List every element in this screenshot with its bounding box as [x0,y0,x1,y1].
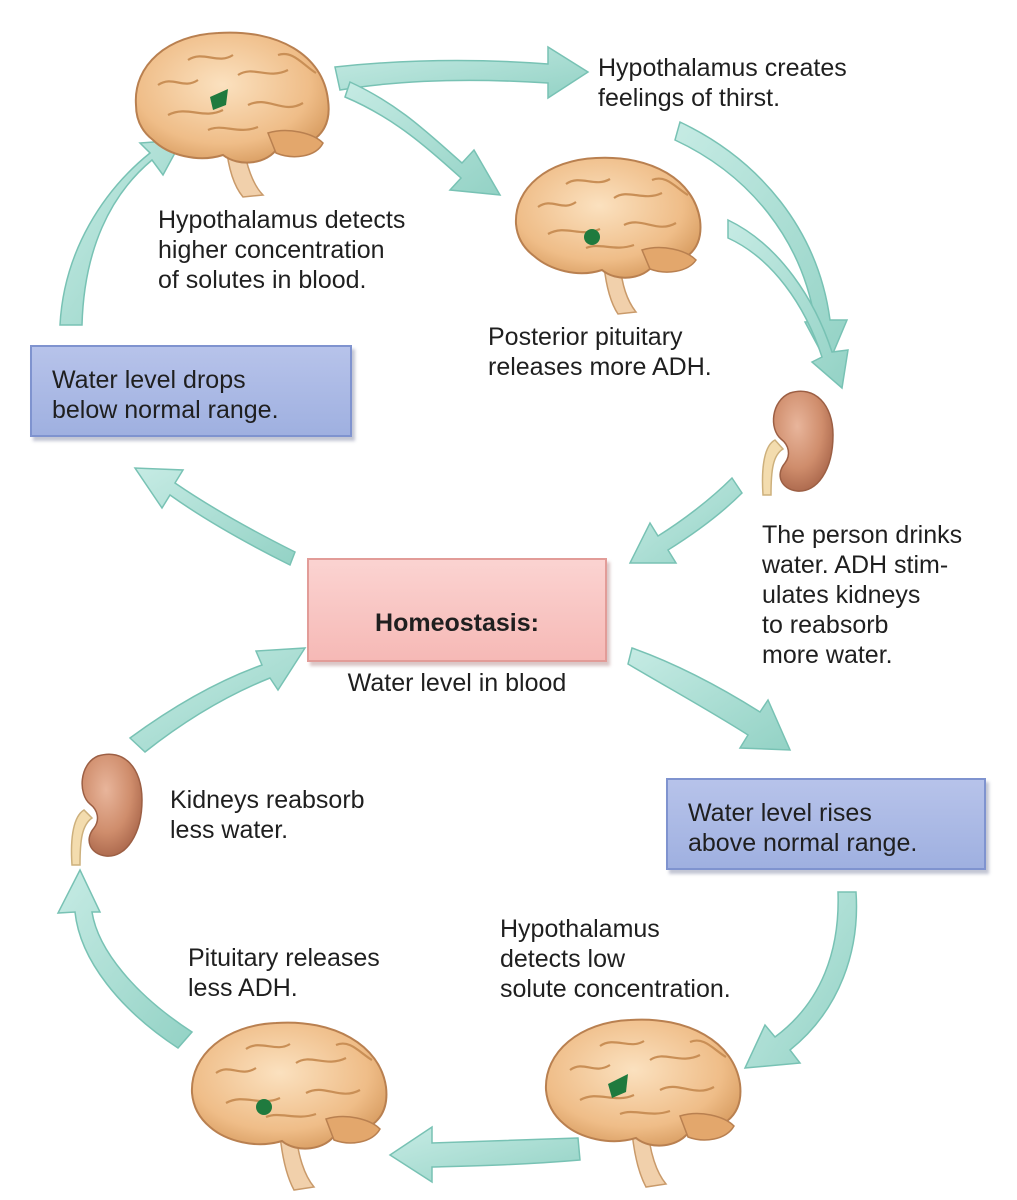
arrow-homeostasis-to-rises [627,647,792,751]
arrow-rises-to-hypothalamus [743,891,858,1069]
box-homeostasis: Homeostasis: Water level in blood [307,558,607,697]
brain-icon [544,1018,742,1188]
label-posterior-pituitary: Posterior pituitary releases more ADH. [488,323,712,381]
kidney-icon [761,390,834,496]
brain-icon [134,31,330,198]
arrow-kidney-to-homeostasis-left [128,647,307,753]
arrow-to-pituitary-less [388,1125,581,1184]
kidney-icon [70,753,143,866]
arrow-pituitary-to-kidney-left [56,868,194,1049]
box-water-drops: Water level drops below normal range. [30,345,352,437]
arrow-kidney-to-homeostasis [628,476,743,564]
label-kidneys-less: Kidneys reabsorb less water. [170,786,365,844]
pituitary-spot [584,229,600,245]
homeostasis-title: Homeostasis: [375,609,539,637]
homeostasis-subtitle: Water level in blood [347,669,567,697]
arrow-pituitary-to-kidney [727,218,849,390]
label-detects-low-solutes: Hypothalamus detects low solute concentr… [500,915,731,1003]
brain-icon [190,1021,388,1191]
box-water-rises: Water level rises above normal range. [666,778,986,870]
arrow-to-thirst [334,45,590,100]
label-detects-high-solutes: Hypothalamus detects higher concentratio… [158,206,406,294]
arrow-to-posterior-pituitary [344,80,502,196]
arrow-homeostasis-to-drops [133,467,296,567]
label-drinks-water: The person drinks water. ADH stim- ulate… [762,521,963,669]
brain-icon [514,156,702,315]
pituitary-spot [256,1099,272,1115]
label-thirst: Hypothalamus creates feelings of thirst. [598,54,847,112]
label-pituitary-less: Pituitary releases less ADH. [188,944,380,1002]
hypothalamus-spot [210,89,228,110]
hypothalamus-spot [608,1074,628,1098]
